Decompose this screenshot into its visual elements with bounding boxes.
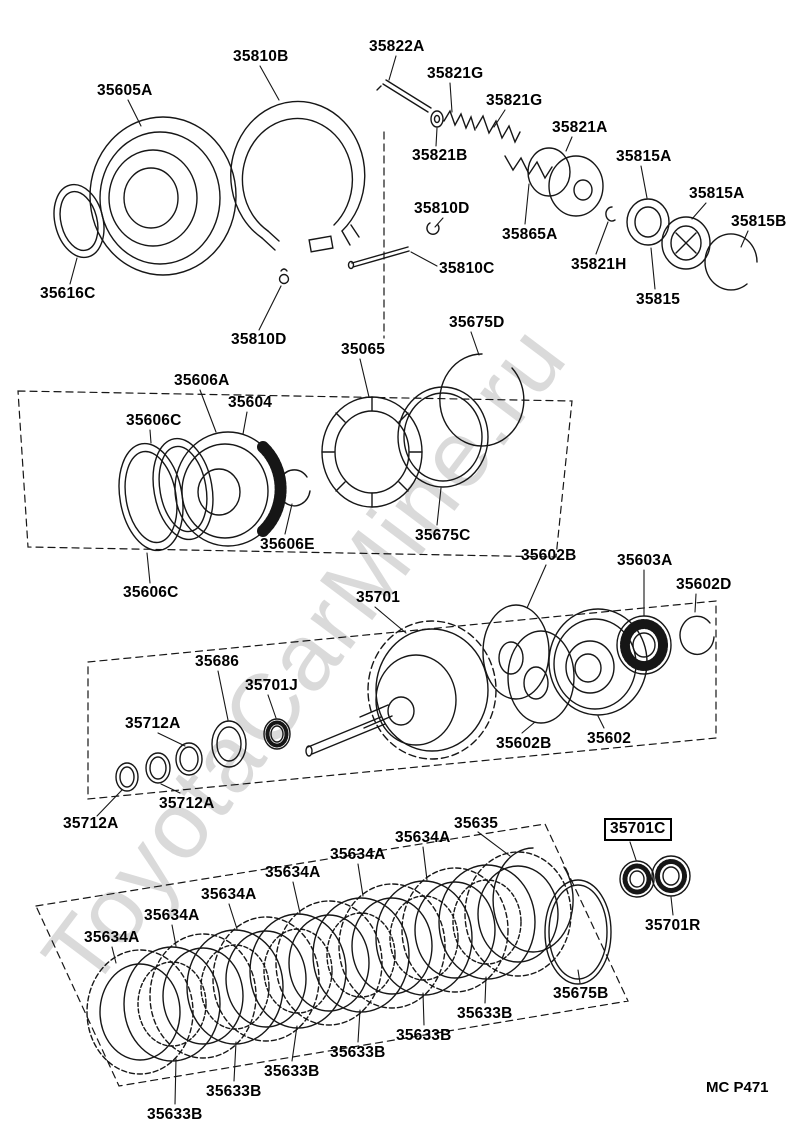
- part-label-35712a-34: 35712A: [159, 795, 215, 812]
- part-label-35602b-33: 35602B: [496, 735, 552, 752]
- part-label-35634a-41: 35634A: [201, 886, 257, 903]
- part-label-35634a-44: 35634A: [84, 929, 140, 946]
- part-label-35821h-12: 35821H: [571, 256, 627, 273]
- part-label-35606e-23: 35606E: [260, 536, 315, 553]
- part-label-35815-15: 35815: [636, 291, 681, 308]
- part-label-35701-28: 35701: [356, 589, 401, 606]
- part-label-35633b-51: 35633B: [147, 1106, 203, 1123]
- part-label-35616c-14: 35616C: [40, 285, 96, 302]
- part-label-35810b-0: 35810B: [233, 48, 289, 65]
- part-label-35602-32: 35602: [587, 730, 632, 747]
- part-label-35604-20: 35604: [228, 394, 273, 411]
- part-label-35821g-3: 35821G: [427, 65, 484, 82]
- part-label-35686-29: 35686: [195, 653, 240, 670]
- part-label-35821g-4: 35821G: [486, 92, 543, 109]
- page-code: MC P471: [706, 1079, 769, 1096]
- part-label-35633b-49: 35633B: [264, 1063, 320, 1080]
- part-label-35815b-10: 35815B: [731, 213, 787, 230]
- part-label-35810c-13: 35810C: [439, 260, 495, 277]
- part-label-35810d-9: 35810D: [414, 200, 470, 217]
- part-label-35810d-17: 35810D: [231, 331, 287, 348]
- part-label-35633b-46: 35633B: [457, 1005, 513, 1022]
- part-label-35633b-50: 35633B: [206, 1083, 262, 1100]
- part-label-35605a-2: 35605A: [97, 82, 153, 99]
- part-label-35821b-6: 35821B: [412, 147, 468, 164]
- part-label-35635-35: 35635: [454, 815, 499, 832]
- part-label-35634a-40: 35634A: [265, 864, 321, 881]
- part-label-35701c-37: 35701C: [604, 818, 672, 841]
- part-label-35815a-8: 35815A: [689, 185, 745, 202]
- part-label-35603a-25: 35603A: [617, 552, 673, 569]
- part-label-35633b-47: 35633B: [396, 1027, 452, 1044]
- part-label-35606c-21: 35606C: [126, 412, 182, 429]
- part-label-35822a-1: 35822A: [369, 38, 425, 55]
- part-label-35865a-11: 35865A: [502, 226, 558, 243]
- part-label-35602d-26: 35602D: [676, 576, 732, 593]
- part-label-35701j-30: 35701J: [245, 677, 298, 694]
- part-label-35675b-45: 35675B: [553, 985, 609, 1002]
- part-label-35712a-31: 35712A: [125, 715, 181, 732]
- part-label-35634a-38: 35634A: [395, 829, 451, 846]
- part-label-35606c-27: 35606C: [123, 584, 179, 601]
- part-label-35602b-24: 35602B: [521, 547, 577, 564]
- part-label-35701r-43: 35701R: [645, 917, 701, 934]
- part-label-35675d-16: 35675D: [449, 314, 505, 331]
- part-label-35821a-5: 35821A: [552, 119, 608, 136]
- part-label-35815a-7: 35815A: [616, 148, 672, 165]
- part-label-35675c-22: 35675C: [415, 527, 471, 544]
- part-label-35606a-19: 35606A: [174, 372, 230, 389]
- part-label-35634a-42: 35634A: [144, 907, 200, 924]
- part-label-35065-18: 35065: [341, 341, 386, 358]
- part-label-35633b-48: 35633B: [330, 1044, 386, 1061]
- part-label-35634a-39: 35634A: [330, 846, 386, 863]
- part-label-35712a-36: 35712A: [63, 815, 119, 832]
